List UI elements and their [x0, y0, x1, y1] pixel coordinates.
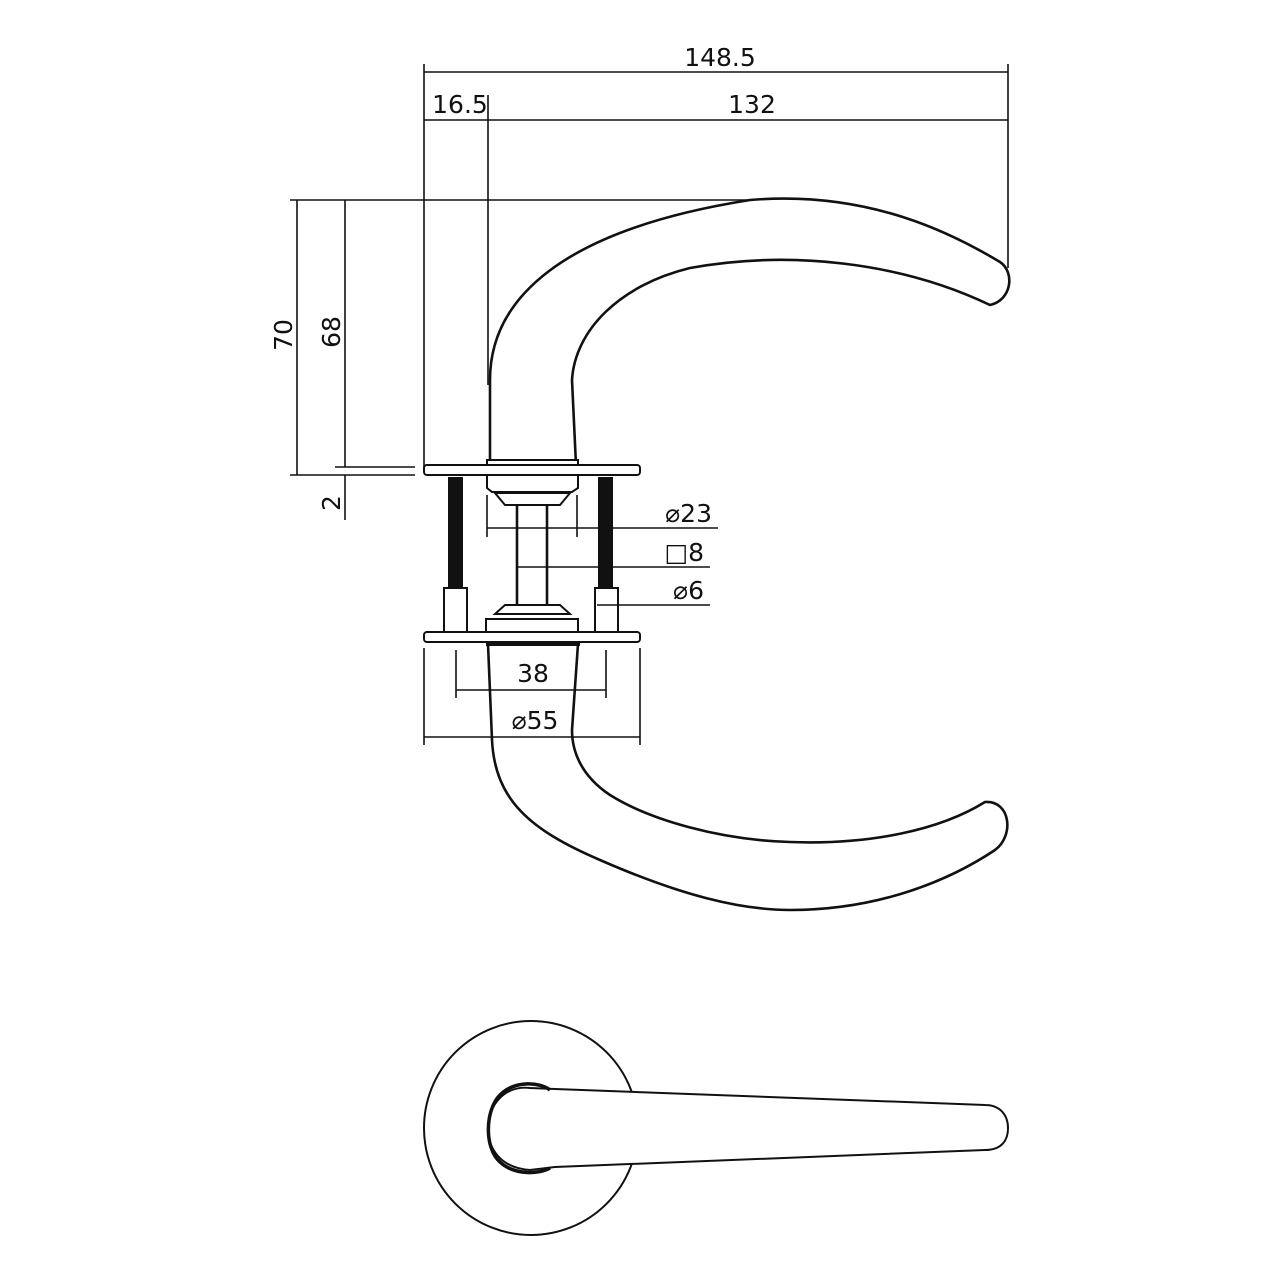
dim-label-132: 132: [728, 90, 776, 119]
top-rose-plate: [423, 464, 641, 476]
dim-overall-length: 148.5: [423, 43, 1009, 470]
right-screw-bushing: [594, 587, 619, 633]
dim-label-70: 70: [269, 319, 298, 351]
bottom-collar-step: [492, 604, 573, 615]
dim-label-2: 2: [317, 495, 346, 511]
top-lever-outline: [488, 197, 1011, 466]
dim-offset-and-lever: 16.5 132: [424, 90, 1008, 385]
dim-label-d6: ⌀6: [673, 576, 704, 605]
spindle: [515, 505, 549, 605]
dim-spindle-square: □8: [517, 538, 710, 568]
bottom-lever-outline: [486, 643, 1009, 912]
front-lever: [486, 1086, 1010, 1172]
dim-label-16-5: 16.5: [432, 90, 488, 119]
bottom-lever-neck: [486, 642, 580, 646]
dim-label-38: 38: [517, 659, 549, 688]
dim-collar-diameter: ⌀23: [486, 495, 718, 537]
front-view: [423, 1020, 1010, 1236]
dim-rose-diameter: ⌀55: [423, 648, 641, 745]
dim-heights: 70 68 2: [269, 199, 750, 520]
dim-label-148-5: 148.5: [684, 43, 756, 72]
bottom-collar: [485, 618, 579, 633]
dim-label-sq8: □8: [664, 538, 704, 567]
top-collar: [486, 474, 579, 493]
left-screw-thread: [448, 477, 463, 589]
dim-screw-diameter: ⌀6: [597, 576, 710, 606]
top-collar-step: [492, 492, 573, 506]
dim-label-d55: ⌀55: [512, 706, 559, 735]
left-screw-bushing: [443, 587, 468, 633]
dim-label-d23: ⌀23: [665, 499, 712, 528]
bottom-rose-plate: [423, 631, 641, 643]
dim-label-68: 68: [317, 316, 346, 348]
front-lever-hub: [486, 1082, 552, 1175]
right-screw-thread: [598, 477, 613, 589]
dim-screw-spacing: 38: [455, 650, 607, 698]
